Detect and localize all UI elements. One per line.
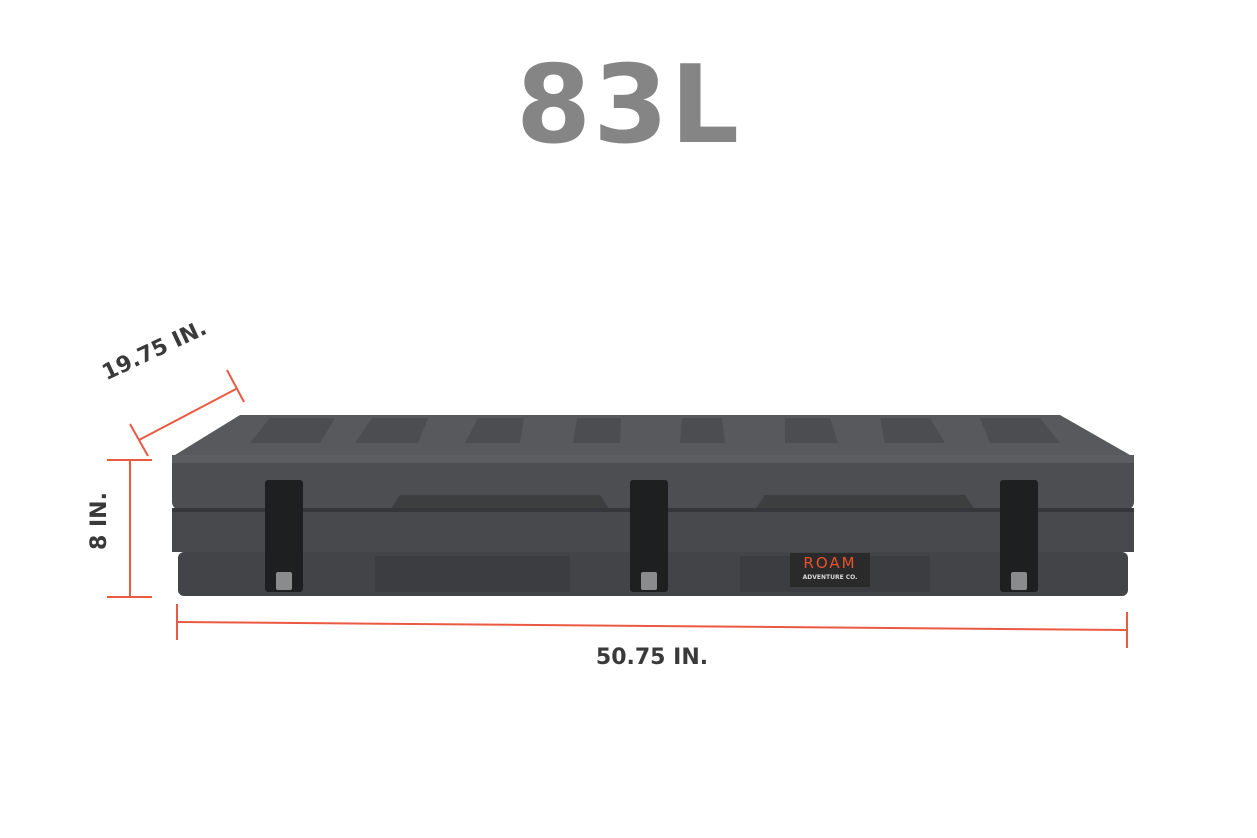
brand-logo: ROAM	[803, 554, 857, 572]
length-label: 50.75 IN.	[595, 645, 709, 670]
dimension-lines	[107, 369, 1128, 648]
height-label: 8 IN.	[87, 492, 112, 550]
brand-badge	[790, 553, 870, 587]
depth-line	[138, 388, 237, 441]
brand-sub: ADVENTURE CO.	[802, 574, 858, 581]
length-line	[176, 621, 1128, 631]
capacity-title: 83L	[515, 43, 742, 168]
storage-case	[172, 415, 1134, 596]
